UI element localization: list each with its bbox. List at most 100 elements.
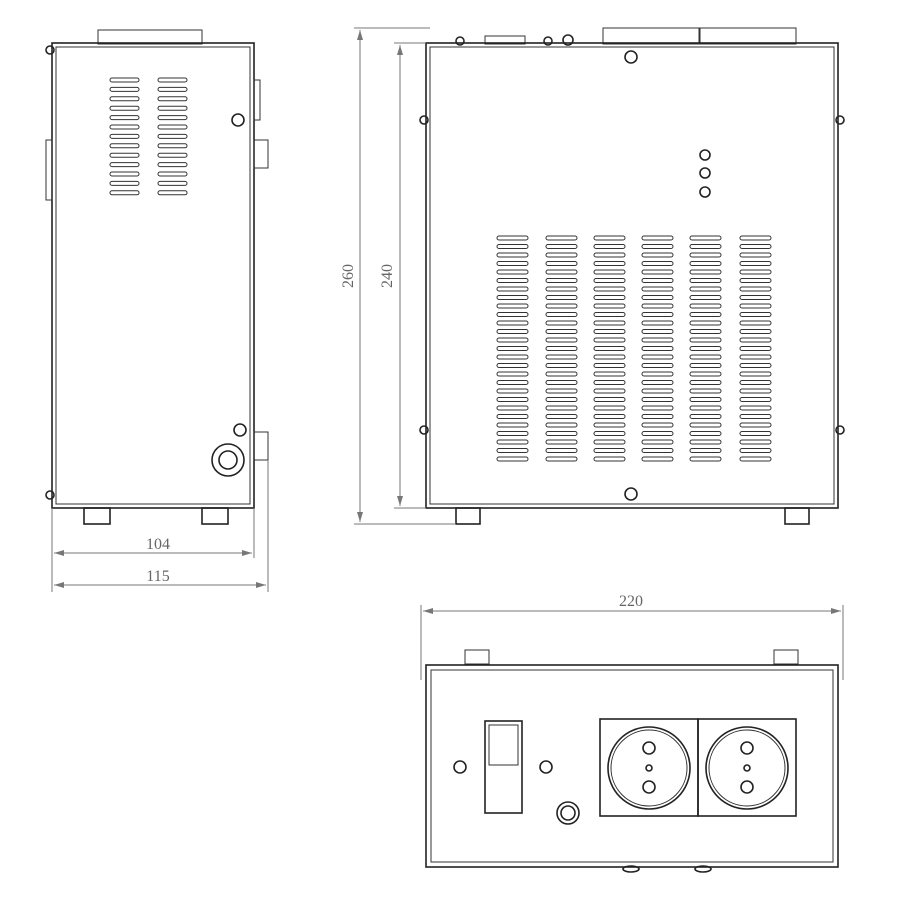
vent-slot <box>157 143 188 149</box>
vent-slot <box>545 269 578 275</box>
vent-slot <box>689 439 722 445</box>
top-connector <box>97 29 203 45</box>
vent-slot <box>641 422 674 428</box>
top-socket <box>602 27 700 45</box>
vent-slot <box>496 252 529 258</box>
vent-slot <box>739 261 772 266</box>
vent-slot <box>496 448 529 453</box>
vent-slot <box>739 405 772 411</box>
vent-slot <box>545 354 578 360</box>
vent-slot <box>157 96 188 102</box>
dimension-260: 260 <box>340 27 456 525</box>
vent-slot <box>641 346 674 351</box>
vent-slot <box>545 448 578 453</box>
vent-slot <box>593 354 626 360</box>
vent-slot <box>496 439 529 445</box>
vent-slot <box>496 286 529 292</box>
vent-slot <box>641 261 674 266</box>
dimension-label: 115 <box>146 568 169 585</box>
vent-slot <box>593 363 626 368</box>
outlet-panel <box>425 664 839 868</box>
vent-slot <box>109 86 140 92</box>
vent-slot <box>496 371 529 377</box>
vent-slot <box>641 431 674 436</box>
vent-slot <box>109 152 140 158</box>
vent-slot <box>545 456 578 462</box>
vent-slot <box>545 431 578 436</box>
vent-slot <box>593 295 626 300</box>
vent-slot <box>593 312 626 317</box>
vent-slot <box>496 380 529 385</box>
vent-slot <box>689 261 722 266</box>
vent-slot <box>689 380 722 385</box>
vent-slot <box>545 337 578 343</box>
vent-slot <box>109 180 140 186</box>
vent-slot <box>739 329 772 334</box>
screw-icon <box>231 113 245 127</box>
vent-slot <box>545 397 578 402</box>
vent-slot <box>593 422 626 428</box>
vent-slot <box>593 405 626 411</box>
vent-slot <box>593 397 626 402</box>
vent-slot <box>109 105 140 111</box>
vent-slot <box>496 278 529 283</box>
dimension-label: 104 <box>146 536 170 553</box>
vent-slot <box>641 380 674 385</box>
vent-slot <box>593 252 626 258</box>
vent-slot <box>545 329 578 334</box>
vent-slot <box>739 312 772 317</box>
vent-slot <box>739 235 772 241</box>
foot <box>83 507 111 525</box>
vent-slot <box>496 405 529 411</box>
vent-slot <box>109 162 140 168</box>
dimension-label: 220 <box>619 593 643 610</box>
vent-slot <box>689 337 722 343</box>
front-panel <box>425 42 839 509</box>
vent-slot <box>641 363 674 368</box>
vent-slot <box>641 329 674 334</box>
vent-slot <box>496 261 529 266</box>
vent-slot <box>739 456 772 462</box>
vent-slot <box>739 320 772 326</box>
foot <box>784 507 810 525</box>
vent-slot <box>641 388 674 394</box>
vent-slot <box>545 320 578 326</box>
foot <box>455 507 481 525</box>
vent-slot <box>496 354 529 360</box>
dimension-104: 104 <box>51 508 255 592</box>
vent-slot <box>641 405 674 411</box>
vent-slot <box>641 312 674 317</box>
screw-icon <box>453 760 467 774</box>
dimension-115: 115 <box>54 460 269 592</box>
vent-slot <box>545 303 578 309</box>
vent-slot <box>739 388 772 394</box>
screw-icon <box>539 760 553 774</box>
vent-slot <box>157 180 188 186</box>
vent-slot <box>641 371 674 377</box>
vent-slot <box>545 380 578 385</box>
vent-slot <box>641 295 674 300</box>
vent-slot <box>689 354 722 360</box>
top-socket <box>699 27 797 45</box>
vent-slot <box>593 278 626 283</box>
vent-slot <box>689 286 722 292</box>
vent-slot <box>545 244 578 249</box>
vent-slot <box>545 252 578 258</box>
vent-slot <box>157 77 188 83</box>
vent-slot <box>641 286 674 292</box>
vent-slot <box>689 431 722 436</box>
vent-slot <box>157 152 188 158</box>
vent-slot <box>109 133 140 139</box>
screw-icon <box>233 423 247 437</box>
dimension-240: 240 <box>379 42 426 509</box>
vent-slot <box>545 346 578 351</box>
dimension-220: 220 <box>420 593 844 680</box>
vent-slot <box>689 414 722 419</box>
vent-slot <box>689 320 722 326</box>
side-view <box>45 29 269 525</box>
vent-slot <box>641 303 674 309</box>
vent-slot <box>593 261 626 266</box>
vent-slot <box>496 431 529 436</box>
vent-slot <box>496 312 529 317</box>
front-view <box>419 27 845 525</box>
